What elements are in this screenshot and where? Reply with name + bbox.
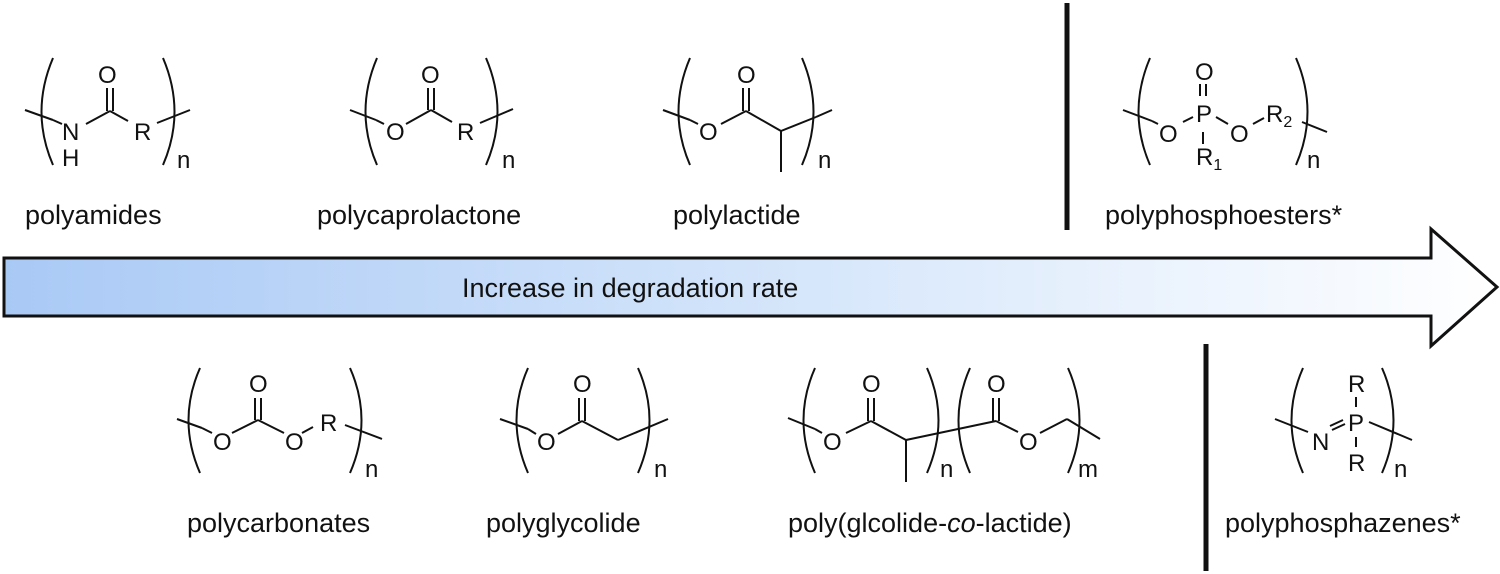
polylactide-structure: O O n xyxy=(662,57,833,174)
svg-text:O: O xyxy=(1230,121,1249,148)
svg-text:O: O xyxy=(699,119,718,146)
svg-text:O: O xyxy=(862,371,881,398)
svg-text:R1: R1 xyxy=(1196,144,1222,174)
r-group: R xyxy=(134,119,151,146)
hydrogen-atom: H xyxy=(62,145,79,172)
svg-text:n: n xyxy=(654,456,667,483)
svg-text:R: R xyxy=(320,410,337,437)
polyphosphazenes-label: polyphosphazenes* xyxy=(1225,508,1461,538)
polycaprolactone-structure: O O R n xyxy=(349,57,515,174)
repeat-subscript: n xyxy=(177,147,190,174)
svg-text:O: O xyxy=(421,62,440,89)
svg-text:R2: R2 xyxy=(1266,101,1292,131)
svg-text:R: R xyxy=(457,119,474,146)
svg-text:n: n xyxy=(365,456,378,483)
svg-text:m: m xyxy=(1078,456,1098,483)
polycarbonates-structure: O O O R n xyxy=(176,367,383,483)
plga-structure: O O n O O m xyxy=(787,367,1101,483)
svg-text:P: P xyxy=(1196,101,1212,128)
nitrogen-atom: N xyxy=(62,119,79,146)
polyamides-structure: O N H R n xyxy=(24,57,191,174)
polyphosphoesters-label: polyphosphoesters* xyxy=(1105,200,1343,230)
svg-text:O: O xyxy=(737,62,756,89)
svg-text:O: O xyxy=(213,429,232,456)
svg-text:O: O xyxy=(537,429,556,456)
svg-text:O: O xyxy=(386,119,405,146)
svg-text:n: n xyxy=(502,147,515,174)
svg-text:n: n xyxy=(1307,147,1320,174)
svg-text:O: O xyxy=(573,371,592,398)
polycaprolactone-label: polycaprolactone xyxy=(317,200,522,230)
svg-text:O: O xyxy=(1159,121,1178,148)
svg-text:R: R xyxy=(1348,371,1365,398)
svg-text:R: R xyxy=(1348,450,1365,477)
svg-text:N: N xyxy=(1312,429,1329,456)
polycarbonates-label: polycarbonates xyxy=(187,508,371,538)
polylactide-label: polylactide xyxy=(673,200,801,230)
polyglycolide-label: polyglycolide xyxy=(486,508,641,538)
svg-text:O: O xyxy=(823,429,842,456)
oxygen-atom: O xyxy=(98,62,117,89)
svg-text:n: n xyxy=(818,147,831,174)
svg-text:O: O xyxy=(987,371,1006,398)
arrow-label: Increase in degradation rate xyxy=(462,273,799,303)
svg-text:P: P xyxy=(1348,410,1364,437)
polyamides-label: polyamides xyxy=(25,200,162,230)
polyglycolide-structure: O O n xyxy=(499,367,669,483)
svg-text:O: O xyxy=(1195,59,1214,86)
svg-text:n: n xyxy=(940,456,953,483)
polyphosphoesters-structure: O P O O R1 R2 n xyxy=(1122,57,1328,174)
polyphosphazenes-structure: R P N R n xyxy=(1274,367,1413,483)
svg-text:n: n xyxy=(1394,456,1407,483)
svg-text:O: O xyxy=(1019,429,1038,456)
svg-text:O: O xyxy=(285,429,304,456)
plga-label: poly(glcolide-co-lactide) xyxy=(788,508,1072,538)
svg-text:O: O xyxy=(249,371,268,398)
